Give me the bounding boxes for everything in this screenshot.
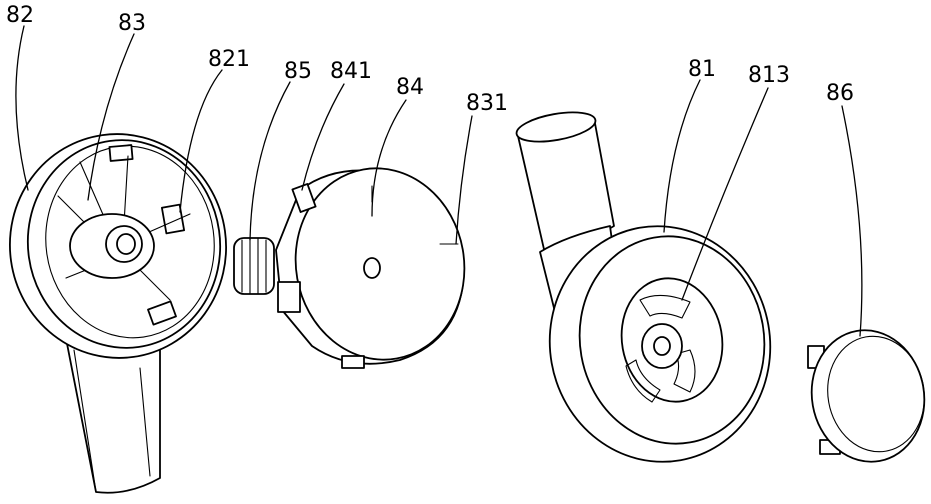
label-81: 81: [688, 57, 716, 82]
label-831: 831: [466, 91, 508, 116]
leader-841: [301, 83, 345, 191]
part-82-housing: [9, 133, 227, 494]
label-84: 84: [396, 75, 424, 100]
leader-831: [455, 115, 473, 245]
leader-83: [87, 33, 135, 201]
label-86: 86: [826, 81, 854, 106]
part-81-volute: [515, 111, 772, 463]
part-85-spring: [233, 237, 275, 295]
part-83-spoke-hub: [57, 155, 191, 301]
leader-84: [371, 99, 407, 217]
leader-821: [179, 69, 223, 213]
callout-labels: 82 83 821 85 841 84 831 81 813 86: [6, 3, 854, 116]
leader-86: [841, 105, 863, 337]
label-83: 83: [118, 11, 146, 36]
leader-81: [663, 79, 701, 233]
label-841: 841: [330, 59, 372, 84]
leader-813: [681, 87, 769, 301]
label-813: 813: [748, 63, 790, 88]
leader-82: [15, 25, 29, 191]
label-82: 82: [6, 3, 34, 28]
leader-85: [249, 81, 291, 241]
leader-lines: [15, 25, 863, 337]
part-84-cap: [275, 167, 466, 369]
part-86-end-cap: [807, 329, 926, 463]
label-821: 821: [208, 47, 250, 72]
label-85: 85: [284, 59, 312, 84]
